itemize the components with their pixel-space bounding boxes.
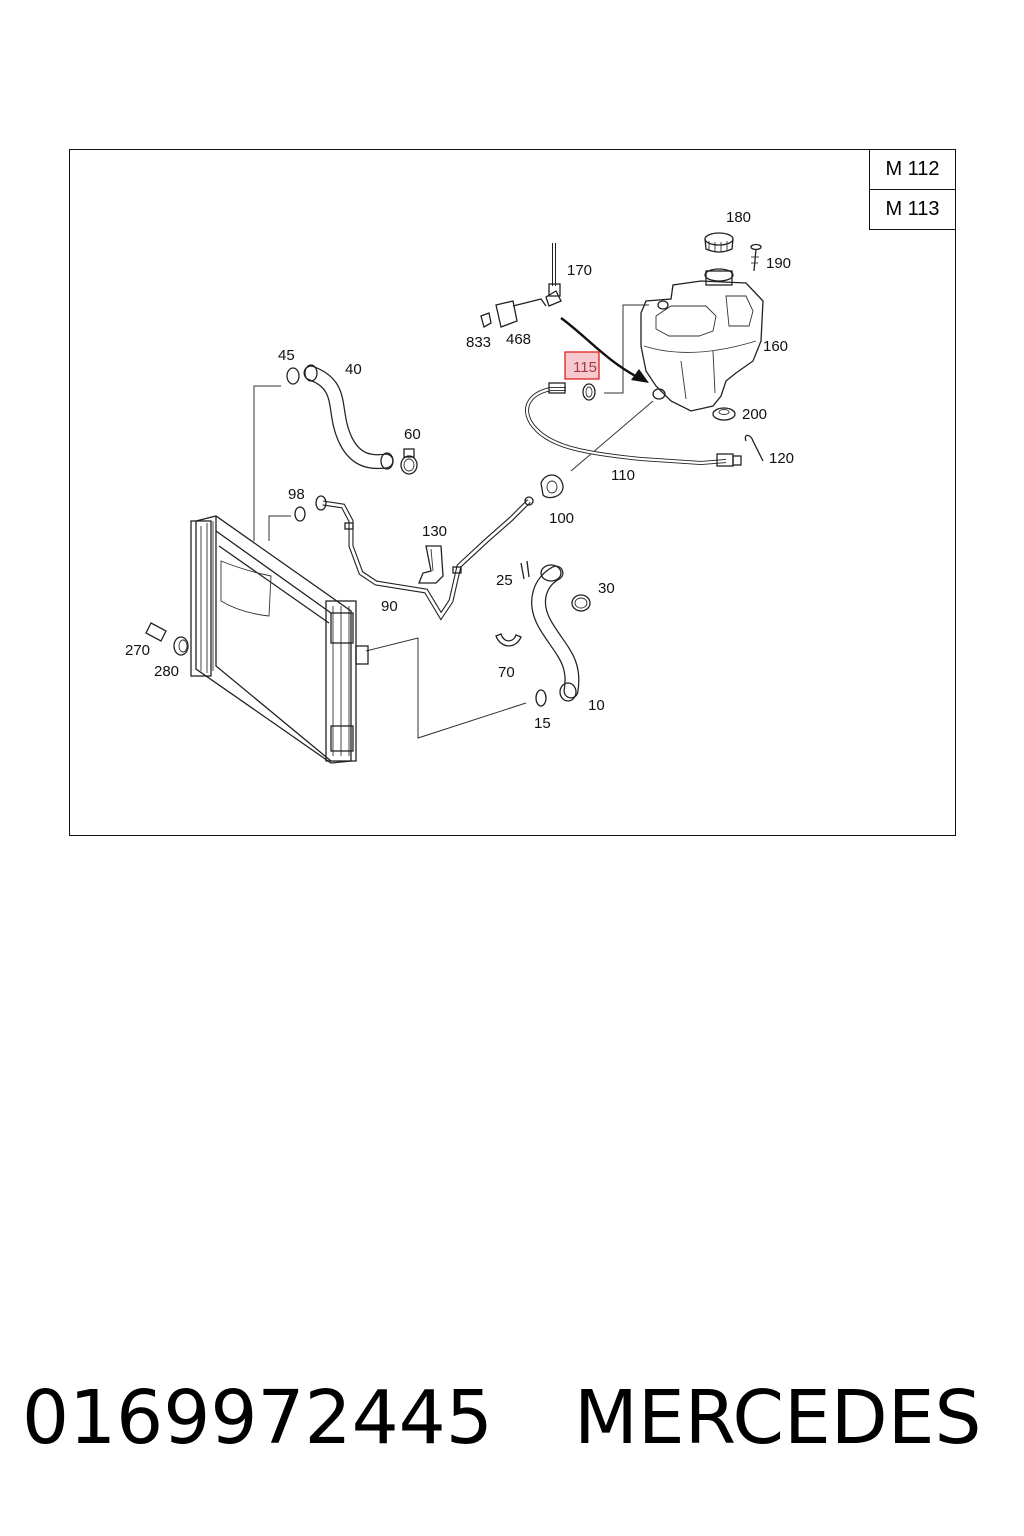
callout-100[interactable]: 100 [549, 510, 574, 527]
bracket-70 [495, 633, 522, 647]
callout-30[interactable]: 30 [598, 580, 615, 597]
connector-468 [495, 298, 547, 328]
plug-833 [480, 312, 492, 328]
callout-15[interactable]: 15 [534, 715, 551, 732]
part-number: 0169972445 [22, 1375, 493, 1461]
leader-lines [253, 304, 654, 739]
bracket-130 [418, 545, 444, 584]
callout-280[interactable]: 280 [154, 663, 179, 680]
clamp-30 [571, 594, 591, 612]
callout-115[interactable]: 115 [573, 359, 597, 376]
parts-diagram: M 112 M 113 [69, 149, 956, 836]
callout-110[interactable]: 110 [611, 467, 635, 484]
callout-60[interactable]: 60 [404, 426, 421, 443]
callout-170[interactable]: 170 [567, 262, 592, 279]
o-ring-98 [294, 506, 306, 522]
engine-code-m113[interactable]: M 113 [869, 190, 955, 230]
callout-120[interactable]: 120 [769, 450, 794, 467]
pipe-90 [294, 495, 534, 621]
highlight-box-115[interactable] [564, 351, 600, 380]
clamp-100 [540, 474, 564, 499]
assembly-arrow [560, 317, 649, 383]
fitting-270 [145, 622, 167, 642]
callout-180[interactable]: 180 [726, 209, 751, 226]
brand-name: MERCEDES [574, 1375, 982, 1461]
grommet-200 [712, 407, 736, 421]
callout-70[interactable]: 70 [498, 664, 515, 681]
callout-833[interactable]: 833 [466, 334, 491, 351]
cap-180 [704, 232, 734, 253]
fitting-280 [173, 636, 189, 656]
callout-160[interactable]: 160 [763, 338, 788, 355]
callout-40[interactable]: 40 [345, 361, 362, 378]
o-ring-115 [582, 383, 596, 401]
clip-120 [744, 434, 764, 462]
hose-40 [286, 364, 394, 470]
expansion-tank-160 [640, 268, 764, 412]
part-caption: 0169972445 MERCEDES [0, 1368, 1024, 1468]
callout-130[interactable]: 130 [422, 523, 447, 540]
sensor-170 [545, 243, 562, 307]
callout-90[interactable]: 90 [381, 598, 398, 615]
callout-25[interactable]: 25 [496, 572, 513, 589]
hose-110 [525, 382, 742, 467]
diagram-drawing: 115 180 190 170 160 833 468 200 120 110 … [125, 209, 794, 764]
hose-10 [531, 564, 580, 707]
callout-200[interactable]: 200 [742, 406, 767, 423]
engine-code-m112[interactable]: M 112 [869, 150, 955, 190]
clip-25 [520, 560, 530, 580]
radiator [190, 515, 369, 764]
callout-190[interactable]: 190 [766, 255, 791, 272]
screw-190 [750, 243, 762, 272]
callout-468[interactable]: 468 [506, 331, 531, 348]
callout-45[interactable]: 45 [278, 347, 295, 364]
callout-270[interactable]: 270 [125, 642, 150, 659]
o-ring-15 [535, 689, 547, 707]
callout-98[interactable]: 98 [288, 486, 305, 503]
callout-labels: 115 180 190 170 160 833 468 200 120 110 … [125, 209, 794, 732]
callout-10[interactable]: 10 [588, 697, 605, 714]
o-ring-45 [286, 367, 300, 385]
clamp-60 [400, 448, 418, 475]
